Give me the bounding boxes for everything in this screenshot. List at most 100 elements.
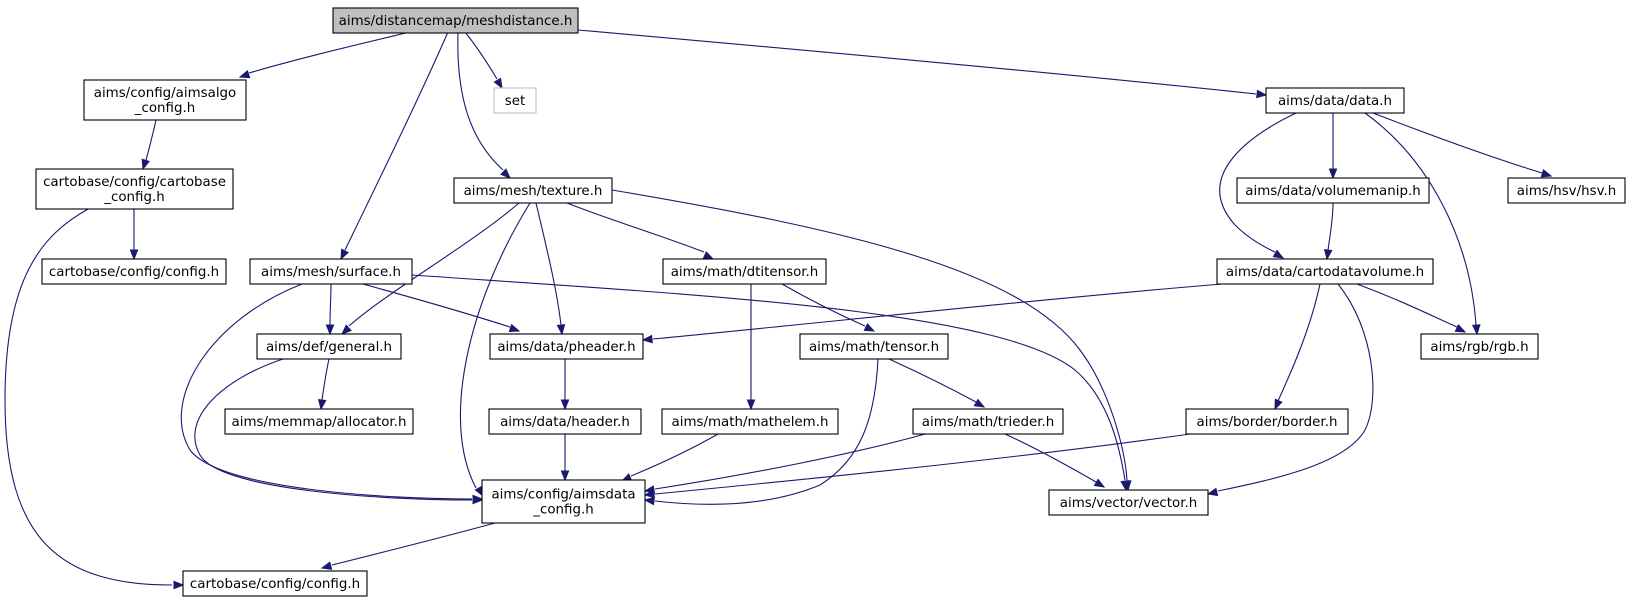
edge-arrowhead bbox=[320, 561, 333, 570]
edge-line bbox=[535, 202, 562, 326]
node-box bbox=[1420, 333, 1539, 360]
edge-arrowhead bbox=[560, 470, 570, 482]
edge-line bbox=[459, 202, 531, 489]
edge-arrowhead bbox=[863, 323, 876, 332]
node-label: cartobase/config/config.h bbox=[49, 265, 219, 280]
node-label: aims/config/aimsalgo bbox=[94, 86, 237, 101]
node-cartobase-config[interactable]: cartobase/config/cartobase_config.h bbox=[35, 168, 234, 210]
node-box bbox=[662, 258, 827, 285]
node-box bbox=[249, 258, 413, 285]
node-trieder[interactable]: aims/math/trieder.h bbox=[912, 408, 1064, 435]
node-label: aims/vector/vector.h bbox=[1060, 496, 1197, 511]
edge-root-to-aimsalgo_config bbox=[238, 31, 411, 79]
edge-line bbox=[348, 202, 520, 327]
edges-layer bbox=[4, 29, 1553, 590]
node-data[interactable]: aims/data/data.h bbox=[1265, 87, 1405, 114]
edge-line bbox=[577, 29, 1257, 95]
edge-data-to-volumemanip bbox=[1328, 113, 1338, 180]
node-label: cartobase/config/config.h bbox=[190, 577, 360, 592]
edge-trieder-to-vector bbox=[1004, 433, 1106, 488]
edge-line bbox=[145, 119, 157, 161]
node-surface[interactable]: aims/mesh/surface.h bbox=[249, 258, 413, 285]
edge-arrowhead bbox=[1274, 398, 1283, 411]
edge-arrowhead bbox=[643, 496, 655, 506]
node-box bbox=[488, 408, 642, 435]
edge-arrowhead bbox=[643, 489, 655, 499]
node-label: aims/math/mathelem.h bbox=[672, 415, 829, 430]
edge-line bbox=[4, 207, 173, 586]
edge-line bbox=[194, 358, 473, 501]
node-allocator[interactable]: aims/memmap/allocator.h bbox=[224, 408, 414, 435]
edge-arrowhead bbox=[1323, 249, 1333, 261]
node-rgb[interactable]: aims/rgb/rgb.h bbox=[1420, 333, 1539, 360]
node-label: _config.h bbox=[134, 101, 195, 116]
edge-arrowhead bbox=[500, 168, 511, 179]
edge-mathelem-to-aimsdata_config bbox=[620, 433, 719, 482]
node-box bbox=[1236, 177, 1430, 204]
edge-trieder-to-aimsdata_config bbox=[643, 433, 926, 494]
node-volumemanip[interactable]: aims/data/volumemanip.h bbox=[1236, 177, 1430, 204]
edge-line bbox=[1277, 283, 1321, 402]
node-root[interactable]: aims/distancemap/meshdistance.h bbox=[332, 7, 579, 34]
edge-arrowhead bbox=[973, 398, 986, 408]
node-cartobase-config-h[interactable]: cartobase/config/config.h bbox=[41, 258, 227, 285]
node-box bbox=[493, 87, 537, 114]
node-mathelem[interactable]: aims/math/mathelem.h bbox=[661, 408, 839, 435]
node-aimsdata-config[interactable]: aims/config/aimsdata_config.h bbox=[481, 479, 646, 524]
node-box bbox=[453, 177, 613, 204]
edge-line bbox=[344, 31, 449, 251]
edge-general-to-allocator bbox=[317, 358, 330, 411]
node-tensor[interactable]: aims/math/tensor.h bbox=[799, 333, 949, 360]
edge-line bbox=[411, 274, 1126, 481]
node-box bbox=[799, 333, 949, 360]
edge-arrowhead bbox=[508, 323, 521, 333]
node-box bbox=[1265, 87, 1405, 114]
node-vector[interactable]: aims/vector/vector.h bbox=[1048, 489, 1209, 516]
edge-line bbox=[180, 283, 473, 500]
edge-pheader-to-header bbox=[560, 358, 570, 411]
edge-tensor-to-trieder bbox=[888, 358, 986, 408]
edge-cartobase_config-to-cartobase_config_bottom bbox=[4, 207, 185, 590]
edge-line bbox=[888, 358, 977, 403]
node-label: aims/hsv/hsv.h bbox=[1517, 184, 1616, 199]
edge-texture-to-pheader bbox=[535, 202, 566, 336]
node-box bbox=[912, 408, 1064, 435]
node-label: _config.h bbox=[103, 190, 164, 205]
node-cartodatavolume[interactable]: aims/data/cartodatavolume.h bbox=[1216, 258, 1434, 285]
node-box bbox=[83, 79, 247, 121]
edge-line bbox=[652, 283, 1223, 340]
edge-arrowhead bbox=[1256, 89, 1268, 99]
edge-cartobase_config-to-cartobase_config_h bbox=[129, 209, 139, 261]
edge-cartodatavolume-to-pheader bbox=[641, 283, 1223, 344]
node-box bbox=[332, 7, 579, 34]
node-label: aims/math/tensor.h bbox=[809, 340, 939, 355]
node-pheader[interactable]: aims/data/pheader.h bbox=[489, 333, 644, 360]
edge-line bbox=[329, 283, 332, 326]
edge-border-to-aimsdata_config bbox=[643, 433, 1191, 499]
node-aimsalgo-config[interactable]: aims/config/aimsalgo_config.h bbox=[83, 79, 247, 121]
edge-line bbox=[1004, 433, 1097, 483]
node-label: aims/data/volumemanip.h bbox=[1245, 184, 1420, 199]
node-box bbox=[661, 408, 839, 435]
node-set[interactable]: set bbox=[493, 87, 537, 114]
edge-line bbox=[630, 433, 719, 477]
edge-arrowhead bbox=[1454, 323, 1467, 333]
node-border[interactable]: aims/border/border.h bbox=[1185, 408, 1349, 435]
edge-arrowhead bbox=[1540, 169, 1553, 178]
edge-arrowhead bbox=[1328, 168, 1338, 180]
node-cartobase-config-bottom[interactable]: cartobase/config/config.h bbox=[182, 570, 368, 597]
node-general[interactable]: aims/def/general.h bbox=[256, 333, 402, 360]
edge-line bbox=[1372, 112, 1543, 174]
edge-arrowhead bbox=[1093, 478, 1106, 488]
edge-arrowhead bbox=[472, 495, 484, 505]
node-texture[interactable]: aims/mesh/texture.h bbox=[453, 177, 613, 204]
edge-cartodatavolume-to-border bbox=[1274, 283, 1321, 411]
node-box bbox=[481, 479, 646, 524]
node-header[interactable]: aims/data/header.h bbox=[488, 408, 642, 435]
edge-arrowhead bbox=[341, 324, 352, 335]
node-label: aims/rgb/rgb.h bbox=[1430, 340, 1528, 355]
node-dtitensor[interactable]: aims/math/dtitensor.h bbox=[662, 258, 827, 285]
node-hsv[interactable]: aims/hsv/hsv.h bbox=[1507, 177, 1626, 204]
edge-arrowhead bbox=[173, 580, 185, 590]
